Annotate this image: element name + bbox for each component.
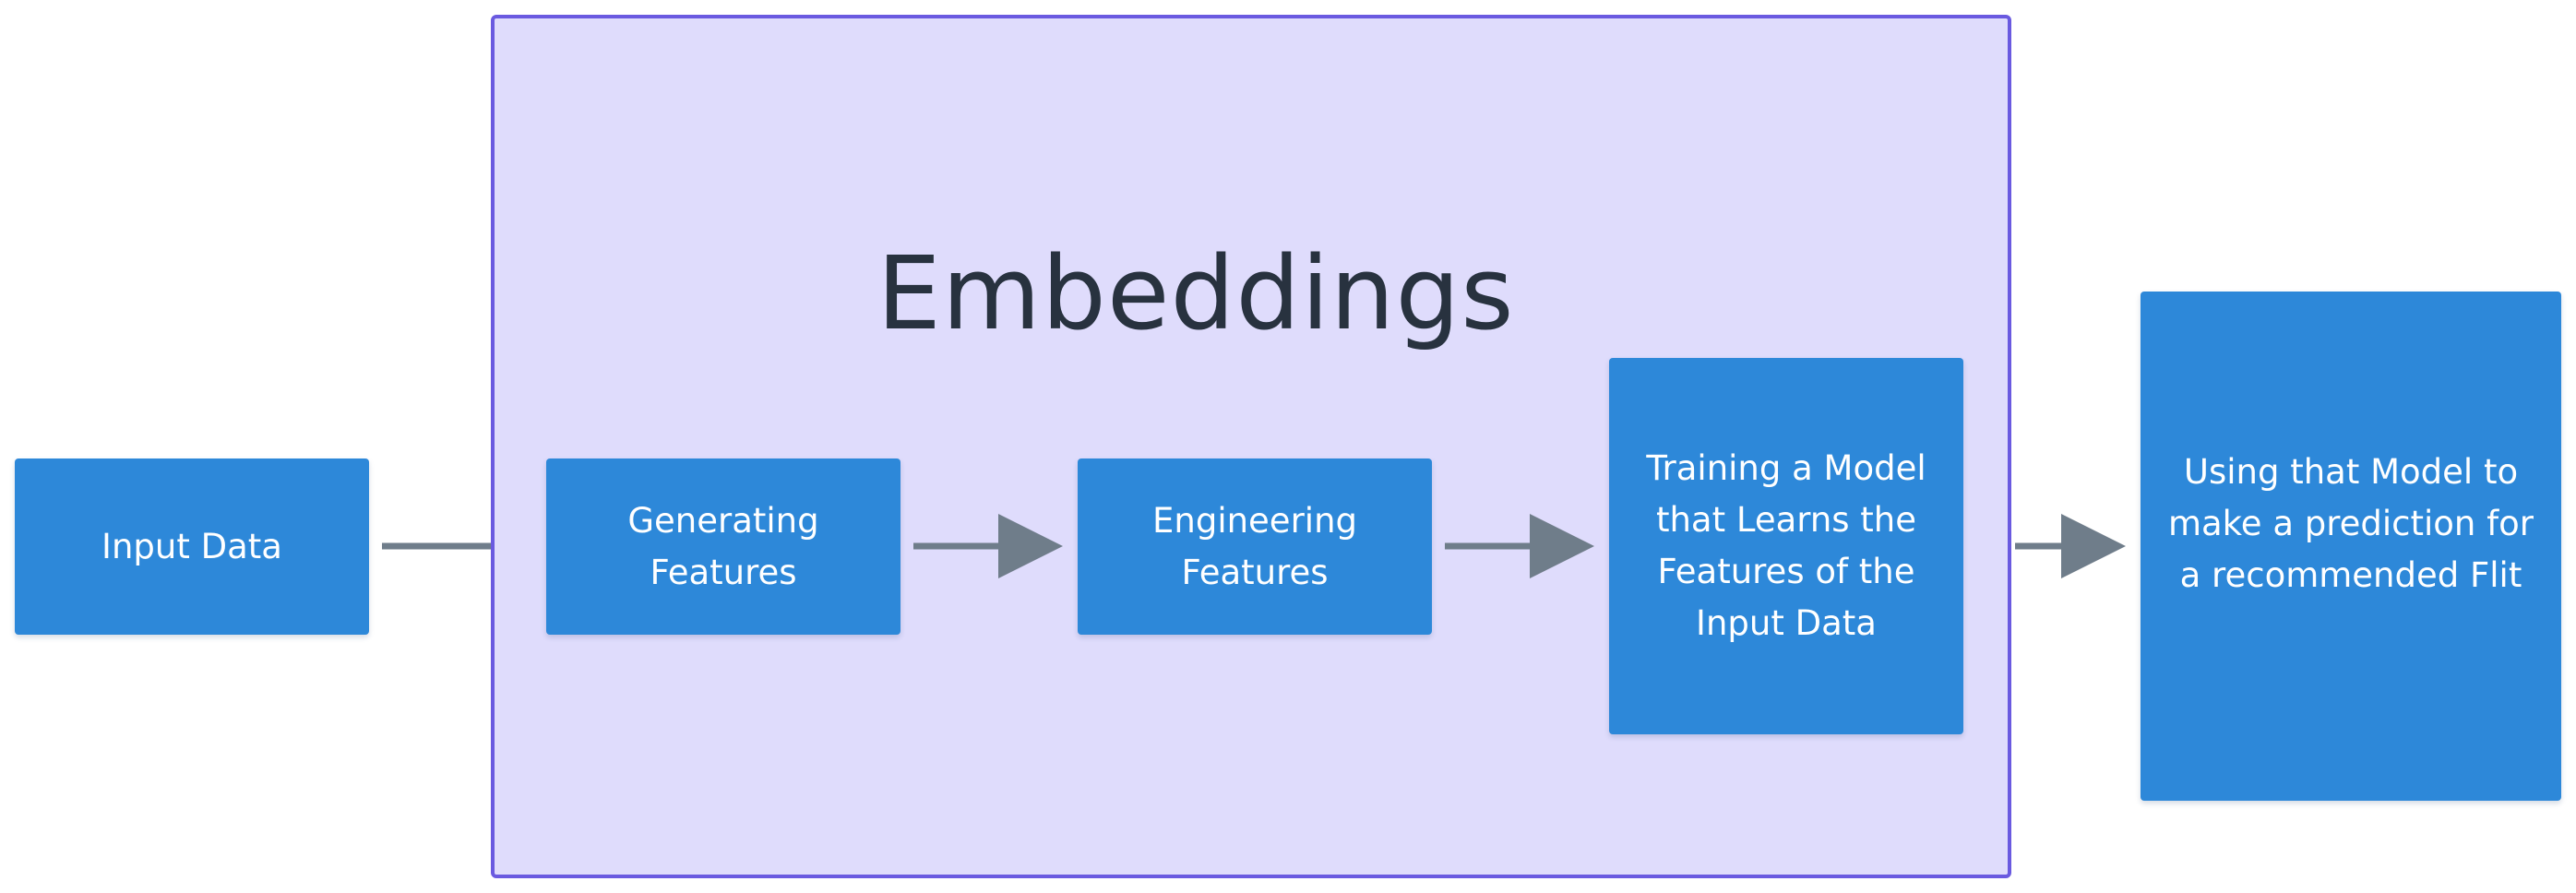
- node-label: Input Data: [101, 526, 282, 566]
- node-using-model[interactable]: Using that Model to make a prediction fo…: [2141, 292, 2561, 801]
- node-engineering-features[interactable]: Engineering Features: [1078, 458, 1432, 635]
- node-label: Generating Features: [627, 500, 819, 592]
- node-generating-features[interactable]: Generating Features: [546, 458, 900, 635]
- embeddings-group-title: Embeddings: [877, 234, 1515, 352]
- node-training-model[interactable]: Training a Model that Learns the Feature…: [1609, 358, 1963, 734]
- node-label: Engineering Features: [1152, 500, 1357, 592]
- node-label: Using that Model to make a prediction fo…: [2167, 452, 2534, 595]
- node-label: Training a Model that Learns the Feature…: [1646, 448, 1926, 643]
- node-input-data[interactable]: Input Data: [15, 458, 369, 635]
